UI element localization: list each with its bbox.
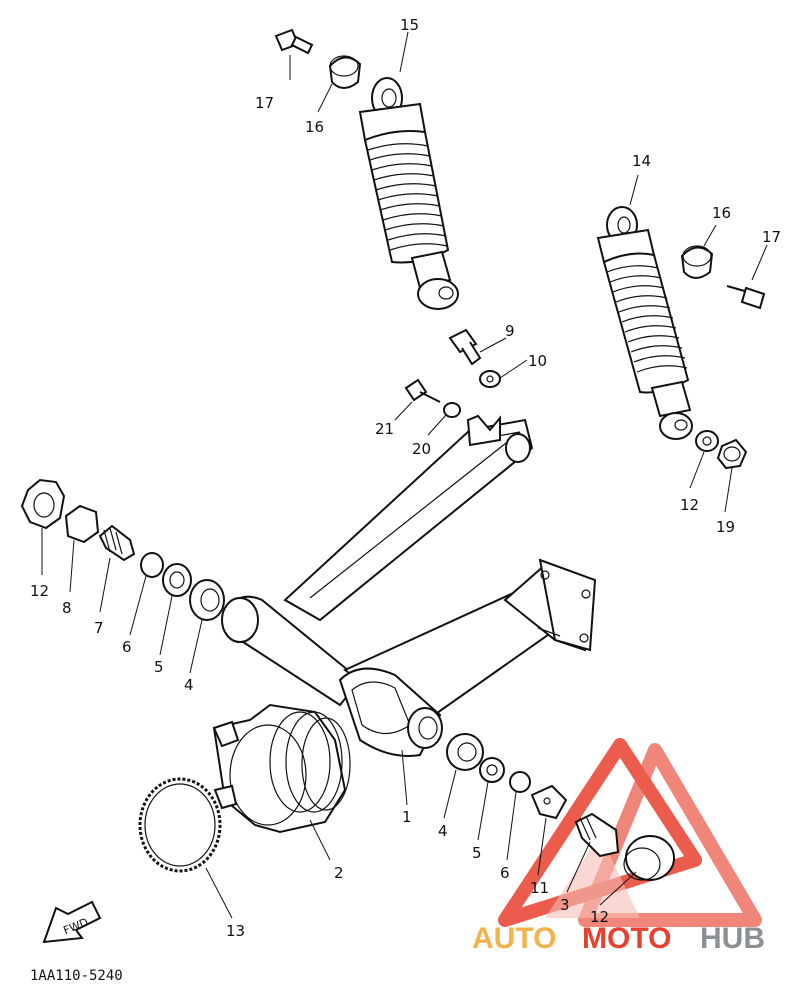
label-12-left: 12 (30, 582, 49, 600)
forward-arrow: FWD (42, 900, 102, 944)
rubber-boot-2 (212, 703, 351, 834)
label-10: 10 (528, 352, 547, 370)
watermark-wordmark: AUTO MOTO HUB (472, 922, 765, 955)
label-12-right: 12 (680, 496, 699, 514)
label-5-right: 5 (472, 844, 482, 862)
label-19: 19 (716, 518, 735, 536)
rear-shock-right (596, 206, 693, 440)
bearing-4-right (446, 733, 484, 771)
bearing-4-left (189, 579, 225, 621)
label-21: 21 (375, 420, 394, 438)
collar-16-right (680, 245, 714, 279)
bolt-9 (448, 328, 482, 366)
band-13 (138, 777, 222, 873)
nut-8 (64, 504, 100, 544)
swing-arm (221, 414, 597, 757)
label-9: 9 (505, 322, 515, 340)
watermark-logo-mark (498, 738, 762, 927)
bolt-17-left (274, 28, 314, 55)
locknut-12-left (20, 478, 66, 530)
bolt-21 (404, 378, 441, 403)
label-17-right: 17 (762, 228, 781, 246)
watermark-moto: MOTO (582, 922, 671, 955)
diagram-code: 1AA110-5240 (30, 968, 123, 984)
label-8: 8 (62, 599, 72, 617)
label-15: 15 (400, 16, 419, 34)
collar-6-right (509, 771, 531, 793)
collar-16-left (328, 55, 362, 89)
pivot-shaft-3 (574, 812, 620, 858)
label-11: 11 (530, 879, 549, 897)
watermark-auto: AUTO (472, 922, 556, 955)
label-3: 3 (560, 896, 570, 914)
label-4-right: 4 (438, 822, 448, 840)
label-6-left: 6 (122, 638, 132, 656)
label-16-left: 16 (305, 118, 324, 136)
leader-lines (41, 31, 768, 919)
collar-6-left (140, 552, 164, 578)
nut-19 (716, 438, 748, 470)
label-12-cap: 12 (590, 908, 609, 926)
seal-5-right (479, 757, 505, 783)
washer-12-right (695, 430, 719, 452)
plate-11 (530, 784, 568, 820)
washer-10 (479, 370, 501, 388)
part-labels: 15 17 16 14 16 17 9 10 21 20 12 19 12 8 … (30, 16, 781, 940)
seal-5-left (162, 563, 192, 597)
label-7: 7 (94, 619, 104, 637)
label-20: 20 (412, 440, 431, 458)
watermark-hub: HUB (700, 922, 765, 955)
label-16-right: 16 (712, 204, 731, 222)
label-13: 13 (226, 922, 245, 940)
label-2: 2 (334, 864, 344, 882)
cap-12-right (623, 835, 675, 881)
label-1: 1 (402, 808, 412, 826)
label-14: 14 (632, 152, 651, 170)
bolt-17-right (726, 285, 766, 310)
label-5-left: 5 (154, 658, 164, 676)
pivot-shaft-7 (98, 524, 136, 562)
label-6-right: 6 (500, 864, 510, 882)
washer-20 (443, 402, 461, 418)
label-4-left: 4 (184, 676, 194, 694)
rear-shock-left (358, 77, 459, 310)
label-17-left: 17 (255, 94, 274, 112)
